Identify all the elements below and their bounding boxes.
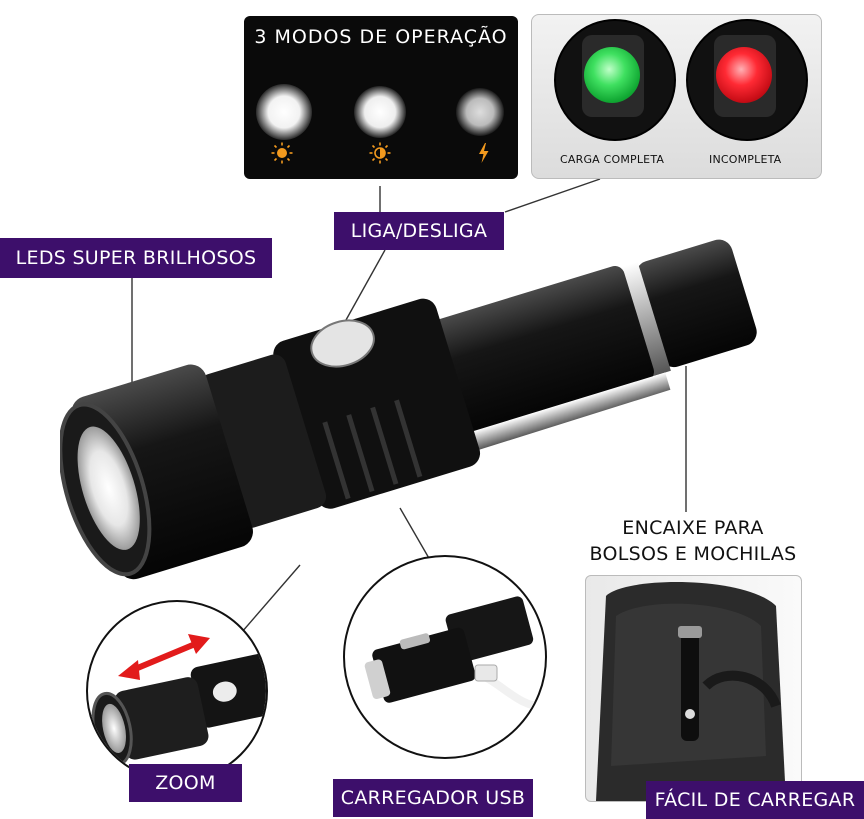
usb-charger-tag: CARREGADOR USB [333, 779, 533, 817]
leader-usb [399, 507, 431, 561]
clip-label-line1: ENCAIXE PARA [622, 517, 764, 539]
full-charge-indicator [554, 19, 676, 141]
mode-glow-high [256, 84, 312, 140]
usb-detail-circle [343, 555, 547, 759]
red-led [716, 47, 772, 103]
usb-plug [474, 664, 498, 682]
charge-status-panel: CARGA COMPLETA INCOMPLETA [531, 14, 822, 179]
leader-power-to-button [345, 249, 386, 321]
zoom-detail-circle [86, 600, 268, 782]
flashlight-illustration [60, 239, 757, 580]
zoom-tag: ZOOM [129, 764, 242, 802]
leds-tag: LEDS SUPER BRILHOSOS [0, 238, 272, 278]
backpack-image [585, 575, 802, 802]
incomplete-label: INCOMPLETA [709, 153, 782, 166]
incomplete-charge-indicator [686, 19, 808, 141]
mode-glow-medium [354, 86, 406, 138]
clip-label-line2: BOLSOS E MOCHILAS [589, 543, 797, 565]
modes-title: 3 MODOS DE OPERAÇÃO [254, 26, 508, 48]
power-button [310, 319, 375, 368]
sun-icon [271, 142, 293, 164]
zoom-arrow-icon [118, 634, 210, 680]
lightning-icon [479, 143, 489, 163]
green-led [584, 47, 640, 103]
mode-glow-strobe [456, 88, 504, 136]
full-charge-label: CARGA COMPLETA [560, 153, 665, 166]
tail-cap [635, 239, 757, 368]
half-sun-icon [369, 142, 391, 164]
leader-power-to-status [504, 178, 601, 213]
leader-zoom [234, 564, 301, 641]
easy-carry-tag: FÁCIL DE CARREGAR [646, 781, 864, 819]
modes-panel: 3 MODOS DE OPERAÇÃO [244, 16, 518, 179]
power-switch-tag: LIGA/DESLIGA [334, 212, 504, 250]
